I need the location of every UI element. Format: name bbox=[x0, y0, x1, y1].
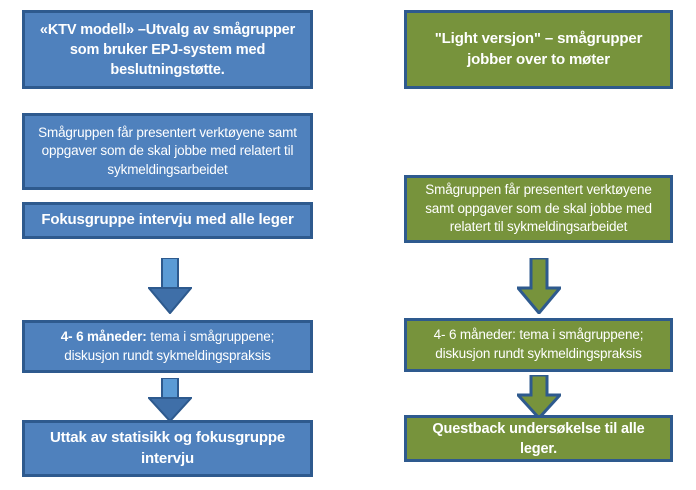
node-4-6-maneder-green-text: 4- 6 måneder: tema i smågruppene; diskus… bbox=[433, 327, 644, 361]
node-4-6-maneder-green: 4- 6 måneder: tema i smågruppene; diskus… bbox=[404, 318, 673, 372]
node-4-6-maneder-blue: 4- 6 måneder: tema i smågruppene; diskus… bbox=[22, 320, 313, 373]
node-smagruppen-verktoy-blue: Smågruppen får presentert verktøyene sam… bbox=[22, 113, 313, 190]
node-light-versjon-header-text: "Light versjon" – smågrupper jobber over… bbox=[434, 29, 643, 68]
node-ktv-modell-header: «KTV modell» –Utvalg av smågrupper som b… bbox=[22, 10, 313, 89]
arrow-down-green-1 bbox=[517, 258, 561, 314]
node-smagruppen-verktoy-green: Smågruppen får presentert verktøyene sam… bbox=[404, 175, 673, 243]
node-fokusgruppe-intervju-text: Fokusgruppe intervju med alle leger bbox=[41, 211, 294, 229]
node-uttak-statisikk-fokusgruppe-text: Uttak av statisikk og fokusgruppe interv… bbox=[49, 428, 286, 467]
node-4-6-maneder-blue-text: 4- 6 måneder: tema i smågruppene; diskus… bbox=[60, 328, 275, 363]
node-questback-undersokelse: Questback undersøkelse til alle leger. bbox=[404, 415, 673, 462]
node-smagruppen-verktoy-green-text: Smågruppen får presentert verktøyene sam… bbox=[425, 182, 652, 235]
node-light-versjon-header: "Light versjon" – smågrupper jobber over… bbox=[404, 10, 673, 89]
node-ktv-modell-header-text: «KTV modell» –Utvalg av smågrupper som b… bbox=[39, 21, 296, 78]
node-uttak-statisikk-fokusgruppe: Uttak av statisikk og fokusgruppe interv… bbox=[22, 420, 313, 477]
arrow-down-green-2 bbox=[517, 375, 561, 419]
node-questback-undersokelse-text: Questback undersøkelse til alle leger. bbox=[432, 420, 645, 457]
node-fokusgruppe-intervju: Fokusgruppe intervju med alle leger bbox=[22, 202, 313, 239]
node-smagruppen-verktoy-blue-text: Smågruppen får presentert verktøyene sam… bbox=[38, 124, 297, 177]
arrow-down-blue-1 bbox=[148, 258, 192, 314]
arrow-down-blue-2 bbox=[148, 378, 192, 422]
